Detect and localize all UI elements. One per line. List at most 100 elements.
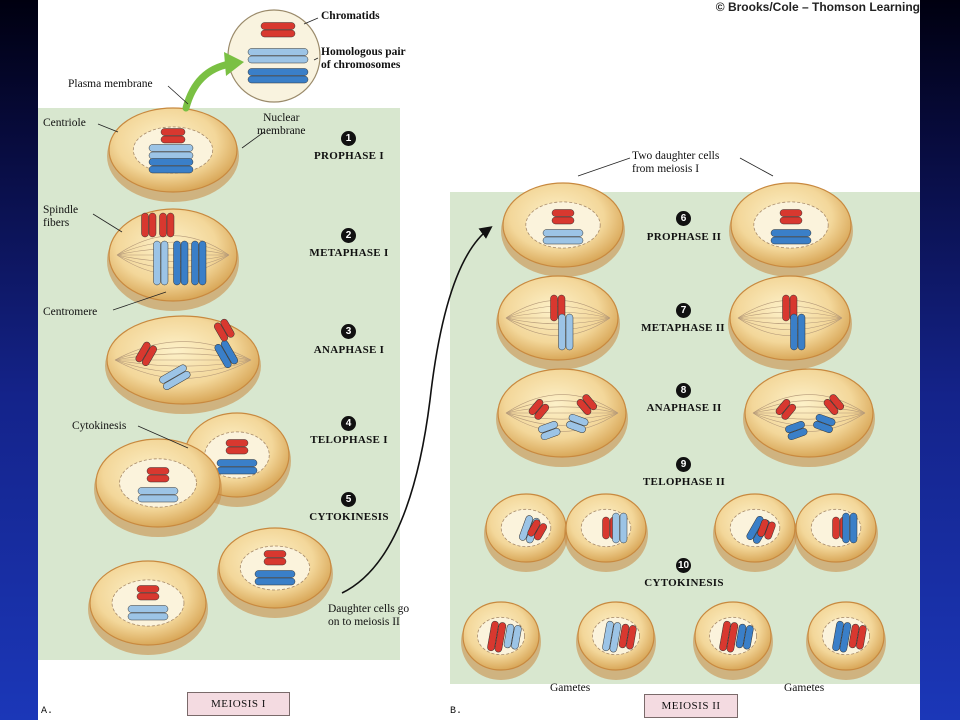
spindle-fiber	[752, 394, 866, 414]
panel-a-letter: A.	[41, 706, 54, 717]
chromosome	[254, 570, 296, 586]
label-nuclear-membrane: Nuclear membrane	[257, 112, 306, 138]
cell-metaphase-2-left	[496, 275, 620, 370]
stage-number-8: 8	[676, 383, 691, 398]
nuclear-membrane	[119, 458, 197, 508]
spindle-fiber	[505, 317, 611, 325]
chromosome	[159, 212, 175, 238]
chromosome	[503, 623, 522, 650]
chromosome	[191, 240, 207, 286]
chromosome	[618, 623, 637, 650]
label-centromere: Centromere	[43, 306, 98, 318]
label-chromatids: Chromatids	[321, 10, 380, 22]
stage-name-metaphase-1: METAPHASE I	[309, 247, 389, 259]
spindle-fiber	[752, 412, 866, 426]
spindle-fiber	[505, 400, 619, 414]
leader-spindle-fibers	[92, 213, 123, 233]
chromosome	[602, 620, 622, 653]
chromosome	[487, 620, 507, 653]
stage-number-5: 5	[341, 492, 356, 507]
chromosome	[153, 240, 169, 286]
spindle-fiber	[505, 412, 619, 426]
panel-b-letter: B.	[450, 706, 463, 717]
stage-number-3: 3	[341, 324, 356, 339]
stage-name-telophase-2: TELOPHASE II	[642, 476, 726, 488]
chromosome	[148, 158, 194, 174]
leader-cytokinesis	[137, 425, 189, 449]
stage-number-2: 2	[341, 228, 356, 243]
chromosome-inset	[227, 9, 321, 103]
chromosome	[813, 413, 836, 433]
gamete-1	[461, 601, 541, 680]
gamete-4	[806, 601, 886, 680]
chromosome	[214, 318, 235, 342]
leader-daughter-left	[577, 157, 631, 177]
chromosome	[735, 623, 754, 650]
chromosome	[612, 512, 628, 544]
spindle-fiber	[116, 254, 230, 269]
chromosome	[779, 209, 803, 225]
cell-prophase-2-right	[729, 182, 853, 277]
label-two-daughter-cells: Two daughter cells from meiosis I	[632, 150, 720, 176]
chromosome	[141, 212, 157, 238]
cell-daughter-2	[217, 527, 333, 618]
stage-number-10: 10	[676, 558, 691, 573]
nuclear-membrane	[753, 201, 829, 249]
cell-metaphase-1	[107, 208, 239, 311]
spindle-fiber	[505, 317, 611, 336]
spindle-fiber	[752, 412, 866, 432]
gamete-3	[693, 601, 773, 680]
chromosome	[137, 487, 179, 503]
leader-homologous	[313, 57, 319, 61]
stage-number-4: 4	[341, 416, 356, 431]
chromosome	[775, 399, 797, 420]
stage-name-anaphase-2: ANAPHASE II	[646, 402, 722, 414]
spindle-fiber	[752, 406, 866, 414]
spindle-fiber	[505, 394, 619, 414]
chromosome	[527, 519, 547, 541]
chromosome	[135, 341, 157, 366]
leader-centriole	[97, 123, 119, 133]
stage-name-anaphase-1: ANAPHASE I	[313, 344, 385, 356]
chromosome	[770, 229, 812, 245]
stage-number-1: 1	[341, 131, 356, 146]
chromosome	[719, 620, 739, 653]
chromosome	[159, 364, 191, 390]
label-cytokinesis: Cytokinesis	[72, 420, 127, 432]
leader-daughter-right	[739, 157, 774, 177]
chromosome	[566, 413, 589, 433]
stage-name-prophase-2: PROPHASE II	[646, 231, 722, 243]
nuclear-membrane	[525, 201, 601, 249]
stage-number-7: 7	[676, 303, 691, 318]
leader-plasma-membrane	[167, 85, 189, 105]
spindle-fiber	[505, 406, 619, 414]
green-arrow-head	[224, 52, 244, 76]
cell-anaphase-1	[105, 315, 261, 414]
label-daughter-cells-meiosis-2: Daughter cells go on to meiosis II	[328, 603, 410, 629]
chromosome	[247, 68, 309, 84]
chromosome	[260, 22, 296, 38]
arrow-to-meiosis-2	[341, 226, 493, 594]
stage-number-9: 9	[676, 457, 691, 472]
stage-name-cytokinesis-1: CYTOKINESIS	[309, 511, 389, 523]
chromosome	[576, 394, 598, 415]
panel-title-meiosis-1: MEIOSIS I	[187, 692, 290, 716]
chromosome	[216, 459, 258, 475]
spindle-fiber	[114, 341, 252, 361]
stage-name-metaphase-2: METAPHASE II	[641, 322, 725, 334]
chromosome	[551, 209, 575, 225]
chromosome	[247, 48, 309, 64]
chromosome	[225, 439, 249, 455]
leader-centromere	[112, 291, 167, 311]
chromosome	[848, 623, 867, 650]
chromosome	[136, 585, 160, 601]
label-plasma-membrane: Plasma membrane	[68, 78, 153, 90]
cell-prophase-1	[107, 107, 239, 202]
chromosome	[263, 550, 287, 566]
chromosome	[785, 421, 808, 441]
spindle-fiber	[116, 241, 230, 256]
gamete-2	[576, 601, 656, 680]
chromosome	[127, 605, 169, 621]
cell-anaphase-2-left	[496, 368, 628, 467]
spindle-fiber	[752, 412, 866, 420]
